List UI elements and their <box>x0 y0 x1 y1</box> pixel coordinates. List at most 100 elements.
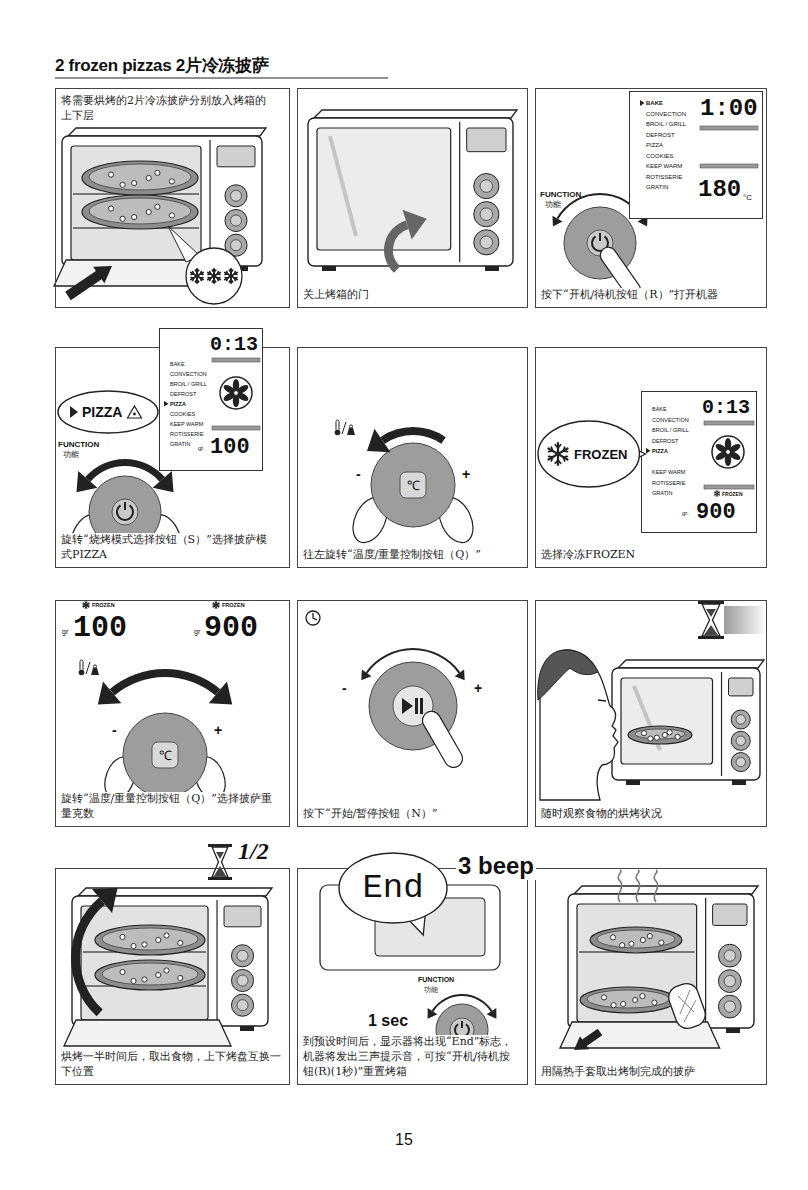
oven-door <box>64 1020 231 1046</box>
control-knob <box>371 443 455 527</box>
snowflake-arm <box>208 273 214 277</box>
oven-knob <box>718 944 741 967</box>
pizza <box>82 161 198 195</box>
control-divider <box>216 900 217 1022</box>
illustration-label: FUNCTION <box>418 976 454 983</box>
pizza <box>82 195 198 229</box>
arrow-head <box>98 681 122 704</box>
snowflake-icon <box>83 602 89 609</box>
fan-icon <box>712 436 744 468</box>
page-number: 15 <box>395 1131 413 1149</box>
fan-ring <box>220 377 252 409</box>
step-caption: 随时观察食物的烘烤状况 <box>540 807 663 822</box>
clock-hands <box>313 613 317 620</box>
weight <box>91 668 99 675</box>
display-value: 1:00 <box>700 95 758 122</box>
oven-body <box>568 894 754 1028</box>
callout-text: FROZEN <box>574 447 627 462</box>
pizza-topping <box>120 182 125 187</box>
oven-top <box>618 660 764 668</box>
pizza-topping <box>164 933 169 938</box>
snowflake-branch <box>213 605 214 606</box>
snowflake-branch <box>718 492 719 493</box>
oven-knob-cap <box>237 1000 248 1011</box>
oven-foot <box>732 780 746 785</box>
snowflake-branch <box>195 270 197 272</box>
pizza-topping <box>132 181 137 186</box>
hair <box>538 650 598 700</box>
pizza-topping <box>675 734 680 739</box>
snowflake-branch <box>208 273 211 275</box>
snowflake-branch <box>225 273 228 275</box>
snowflake-arm <box>191 273 197 277</box>
pizza-topping <box>178 975 183 980</box>
pizza-topping <box>108 206 113 211</box>
steam <box>636 870 640 902</box>
illustration-label: + <box>462 466 470 482</box>
menu-item: GRATIN <box>170 441 190 447</box>
power-bar <box>461 1021 463 1028</box>
hourglass-sand <box>704 625 718 635</box>
oven-knob-cap <box>736 715 746 725</box>
snowflake-branch <box>215 607 217 608</box>
menu-item: CONVECTION <box>170 371 207 377</box>
snowflake-branch <box>234 277 237 279</box>
oven-knob-cap <box>736 757 746 767</box>
pizza-topping <box>164 968 169 973</box>
steam <box>654 870 658 902</box>
snowflake-branch <box>213 603 214 604</box>
menu-item: BROIL / GRILL <box>646 121 686 127</box>
menu-pointer <box>164 401 169 407</box>
arrow-head <box>455 669 465 680</box>
zoom-bubble <box>186 248 242 304</box>
snowflake-branch <box>200 278 203 281</box>
oven-cavity <box>81 906 208 1020</box>
pizza-topping <box>178 940 183 945</box>
illustration-label: + <box>214 722 222 738</box>
step-panel: 烘烤一半时间后，取出食物，上下烤盘互换一下位置 <box>55 868 290 1085</box>
oven-display <box>729 678 753 696</box>
oven-foot <box>626 780 640 785</box>
oven-knob <box>225 209 247 231</box>
hourglass-icon <box>698 601 724 639</box>
snowflake-icon <box>213 602 219 609</box>
snowflake-arm <box>558 454 568 460</box>
pizza-topping <box>662 732 667 737</box>
oven-knob <box>474 202 499 227</box>
oven-window <box>317 128 451 250</box>
fan-hub <box>726 450 731 455</box>
arrow-arc <box>85 459 165 482</box>
snowflake-branch <box>216 602 218 603</box>
snowflake-branch <box>83 606 84 607</box>
fan-hub <box>234 391 239 396</box>
oven-window <box>621 678 713 764</box>
step-panel: 按下“开始/暂停按钮（N）” <box>297 600 528 827</box>
control-divider <box>721 672 722 776</box>
oven-knob <box>731 710 750 729</box>
pizza-topping <box>142 942 147 947</box>
illustration-label: FROZEN <box>222 602 245 608</box>
step-panel: 随时观察食物的烘烤状况 <box>535 600 767 827</box>
oven-body <box>72 896 268 1026</box>
illustration-label: 功能 <box>545 199 561 210</box>
pizza <box>628 726 692 744</box>
pizza-topping <box>155 204 160 209</box>
snowflake-branch <box>714 492 715 493</box>
control-divider <box>209 140 210 262</box>
snowflake-branch <box>86 607 88 608</box>
snowflake-branch <box>217 606 218 607</box>
arrow-head <box>367 429 391 452</box>
pizza <box>95 960 205 990</box>
oven-body <box>612 668 760 780</box>
oven-display <box>467 128 506 152</box>
hourglass-cap <box>208 844 232 847</box>
pizza-topping <box>647 934 652 939</box>
illustration-label: - <box>356 466 361 482</box>
pizza-topping <box>659 940 664 945</box>
arrow-head <box>552 216 562 227</box>
step-panel: End到预设时间后，显示器将出现“End”标志，机器将发出三声提示音，可按“开机… <box>297 868 528 1085</box>
step-caption: 用隔热手套取出烤制完成的披萨 <box>540 1065 696 1080</box>
snowflake-branch <box>88 604 89 605</box>
snowflake-branch <box>718 494 719 495</box>
hourglass-cap <box>208 877 232 880</box>
